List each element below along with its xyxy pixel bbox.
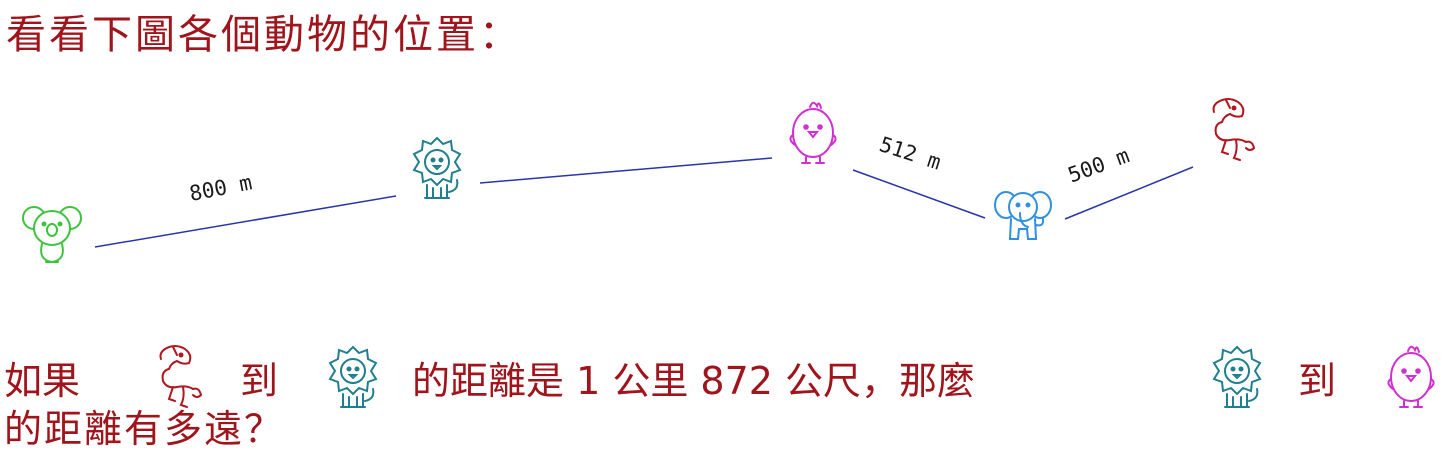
lion-icon — [1213, 346, 1261, 408]
distance-label-chick-elephant: 512 m — [876, 132, 944, 174]
distance-label-elephant-horse: 500 m — [1065, 143, 1133, 187]
question-line-2: 的距離有多遠？ — [4, 407, 285, 451]
distance-line-chick-elephant — [852, 169, 986, 219]
koala-icon — [22, 206, 82, 263]
question-title: 看看下圖各個動物的位置： — [6, 12, 522, 58]
elephant-icon — [994, 191, 1052, 240]
question-part-to-2: 到 — [1298, 359, 1337, 403]
distance-line-lion-chick — [479, 157, 773, 184]
chick-icon — [1387, 345, 1435, 408]
question-part-to-1: 到 — [240, 359, 279, 403]
horse-icon — [1212, 98, 1255, 161]
question-text: 如果 到 的距離是 1 公里 872 公尺，那麼 到 的距離有多遠？ — [4, 340, 1444, 456]
lion-icon — [329, 346, 377, 408]
question-line-1: 如果 到 的距離是 1 公里 872 公尺，那麼 到 — [4, 342, 1444, 408]
question-part-if: 如果 — [4, 359, 81, 403]
question-part-distance: 的距離是 1 公里 872 公尺，那麼 — [412, 359, 976, 403]
distance-line-koala-lion — [94, 195, 397, 248]
distance-label-koala-lion: 800 m — [187, 170, 254, 206]
lion-icon — [413, 137, 461, 199]
distance-line-elephant-horse — [1064, 166, 1194, 220]
chick-icon — [789, 101, 837, 164]
